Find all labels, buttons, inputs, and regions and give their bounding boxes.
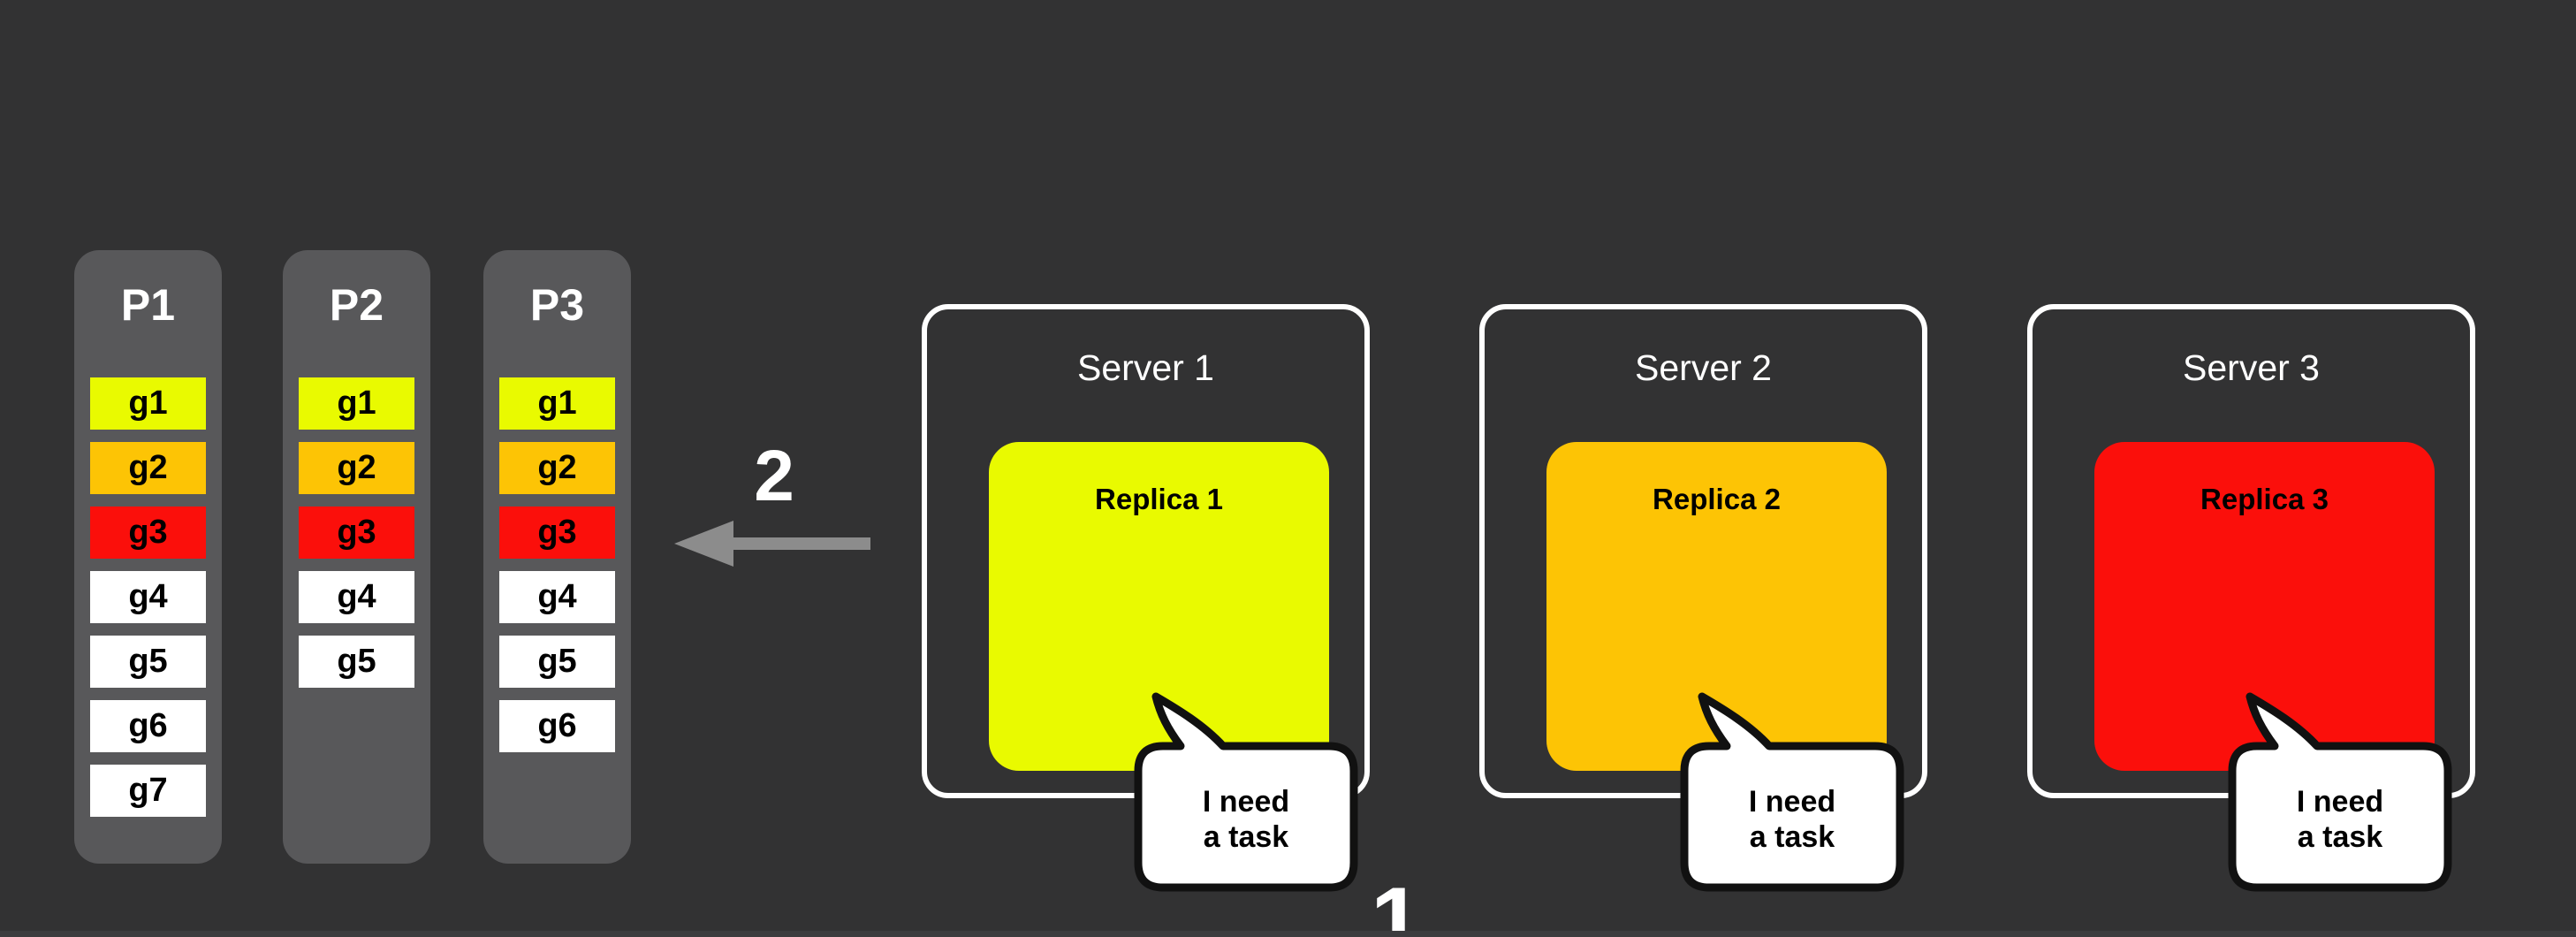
server-title: Server 1 (1077, 347, 1214, 388)
task-label: g1 (128, 385, 168, 422)
task-label: g6 (537, 707, 577, 744)
replica-box: Replica 3 (2094, 442, 2435, 771)
task-label: g3 (128, 514, 168, 551)
task-item: g3 (499, 507, 615, 559)
speech-bubble-line1: I need (1748, 785, 1836, 819)
task-item: g2 (499, 442, 615, 494)
partition-title: P2 (329, 280, 384, 330)
partition-column-p3: P3 g1 g2 g3 g4 g5 g6 (483, 250, 631, 864)
speech-bubble-line1: I need (1202, 785, 1290, 819)
task-item: g1 (299, 377, 414, 430)
task-list: g1 g2 g3 g4 g5 g6 g7 (90, 377, 206, 817)
speech-bubble-text: I need a task (1684, 753, 1900, 886)
task-label: g5 (337, 643, 376, 680)
speech-bubble-line2: a task (1203, 820, 1289, 854)
replica-label: Replica 2 (1653, 483, 1781, 515)
step-1-label: 1 (1371, 869, 1422, 937)
speech-bubble: I need a task (1677, 686, 1907, 894)
replica-label: Replica 3 (2200, 483, 2329, 515)
task-label: g1 (537, 385, 577, 422)
partition-column-p2: P2 g1 g2 g3 g4 g5 (283, 250, 430, 864)
partition-title: P3 (529, 280, 585, 330)
task-item: g6 (499, 700, 615, 752)
task-item: g5 (299, 636, 414, 688)
task-label: g3 (337, 514, 376, 551)
task-item: g4 (90, 571, 206, 623)
speech-bubble: I need a task (2225, 686, 2455, 894)
task-label: g3 (537, 514, 577, 551)
server-box-3: Server 3 Replica 3 (2027, 304, 2475, 798)
task-label: g4 (337, 578, 376, 615)
task-label: g4 (537, 578, 577, 615)
speech-bubble-icon (2228, 692, 2452, 892)
replica-label: Replica 1 (1095, 483, 1223, 515)
speech-bubble-text: I need a task (2232, 753, 2448, 886)
speech-bubble-line1: I need (2296, 785, 2384, 819)
task-label: g2 (537, 449, 577, 486)
task-list: g1 g2 g3 g4 g5 g6 (499, 377, 615, 752)
task-label: g5 (128, 643, 168, 680)
task-item: g7 (90, 765, 206, 817)
task-item: g4 (299, 571, 414, 623)
server-title: Server 3 (2183, 347, 2320, 388)
speech-bubble-icon (1134, 692, 1358, 892)
task-label: g2 (128, 449, 168, 486)
task-item: g6 (90, 700, 206, 752)
task-list: g1 g2 g3 g4 g5 (299, 377, 414, 688)
speech-bubble-line2: a task (1749, 820, 1835, 854)
partition-title: P1 (120, 280, 176, 330)
partition-column-p1: P1 g1 g2 g3 g4 g5 g6 g7 (74, 250, 222, 864)
task-label: g4 (128, 578, 168, 615)
task-item: g2 (90, 442, 206, 494)
task-item: g5 (499, 636, 615, 688)
task-item: g2 (299, 442, 414, 494)
task-item: g4 (499, 571, 615, 623)
task-item: g3 (299, 507, 414, 559)
server-title: Server 2 (1635, 347, 1772, 388)
task-item: g1 (90, 377, 206, 430)
speech-bubble: I need a task (1131, 686, 1361, 894)
bottom-strip (0, 931, 2576, 937)
task-label: g7 (128, 772, 168, 809)
speech-bubble-icon (1680, 692, 1904, 892)
task-item: g1 (499, 377, 615, 430)
arrow-left-icon (674, 521, 870, 567)
step-2-label: 2 (754, 436, 794, 516)
speech-bubble-line2: a task (2297, 820, 2383, 854)
task-label: g1 (337, 385, 376, 422)
task-item: g5 (90, 636, 206, 688)
task-item: g3 (90, 507, 206, 559)
speech-bubble-text: I need a task (1138, 753, 1354, 886)
task-label: g2 (337, 449, 376, 486)
task-label: g5 (537, 643, 577, 680)
task-label: g6 (128, 707, 168, 744)
